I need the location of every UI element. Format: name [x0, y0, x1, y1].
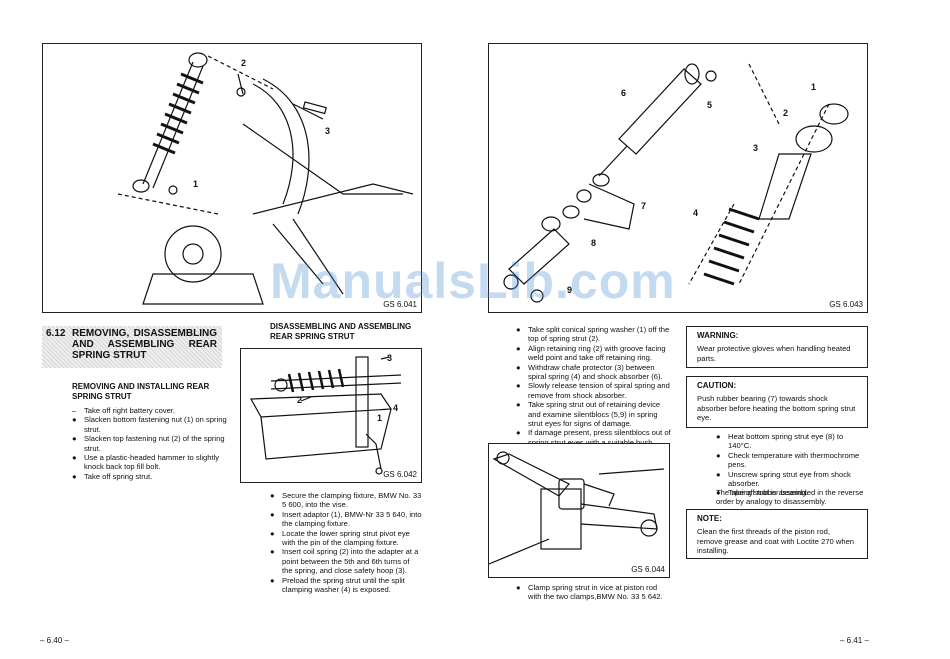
- figure-id: GS 6.043: [829, 300, 863, 309]
- callout-1: 1: [193, 179, 199, 189]
- vice-steps: ●Clamp spring strut in vice at piston ro…: [516, 583, 671, 602]
- disassembling-steps: ●Secure the clamping fixture, BMW No. 33…: [270, 491, 422, 594]
- figure-id: GS 6.041: [383, 300, 417, 309]
- exploded-illustration: [503, 63, 849, 303]
- callout-3: 3: [325, 126, 331, 136]
- figure-rear-suspension: 2 3 1 GS 6.041: [42, 43, 422, 313]
- reassembly-text: The spring strut is assembled in the rev…: [716, 488, 864, 507]
- list-item: ●Heat bottom spring strut eye (8) to 140…: [716, 432, 844, 451]
- list-item: ●Slacken top fastening nut (2) of the sp…: [72, 434, 225, 453]
- figure-vice-clamp: GS 6.044: [488, 443, 670, 578]
- callout-1: 1: [377, 413, 383, 423]
- figure-id: GS 6.042: [383, 470, 417, 479]
- list-item: ●Take off spring strut.: [72, 471, 153, 481]
- page-number-left: – 6.40 –: [40, 636, 69, 645]
- list-item: ●Insert adaptor (1), BMW-Nr 33 5 640, in…: [270, 509, 422, 529]
- removing-steps: –Take off right battery cover. ●Slacken …: [72, 406, 227, 481]
- callout-3: 3: [753, 143, 759, 153]
- figure-strut-exploded: 1 2 3 4 5 6 7 8 9 GS 6.043: [488, 43, 868, 313]
- list-item: ●Slowly release tension of spiral spring…: [516, 381, 670, 400]
- note-text: Clean the first threads of the piston ro…: [697, 527, 855, 556]
- warning-text: Wear protective gloves when handling hea…: [697, 344, 851, 363]
- callout-6: 6: [621, 88, 627, 98]
- note-box: NOTE: Clean the first threads of the pis…: [686, 509, 868, 559]
- warning-title: WARNING:: [697, 331, 739, 340]
- caution-title: CAUTION:: [697, 381, 737, 390]
- caution-box: CAUTION: Push rubber bearing (7) towards…: [686, 376, 868, 428]
- watermark: ManualsLib.com: [270, 253, 676, 309]
- caution-text: Push rubber bearing (7) towards shock ab…: [697, 394, 856, 423]
- section-title: REMOVING, DISASSEMBLING AND ASSEMBLING R…: [72, 328, 217, 361]
- callout-2: 2: [783, 108, 789, 118]
- fixture-illustration: [250, 356, 402, 475]
- callout-8: 8: [591, 238, 597, 248]
- page-number-right: – 6.41 –: [840, 636, 869, 645]
- callout-7: 7: [641, 201, 647, 211]
- disassembling-heading: DISASSEMBLING AND ASSEMBLING REAR SPRING…: [270, 322, 412, 341]
- list-item: ●Use a plastic-headed hammer to slightly…: [72, 453, 220, 472]
- list-item: ●Clamp spring strut in vice at piston ro…: [516, 583, 663, 602]
- list-item: ●Preload the spring strut until the spli…: [270, 575, 405, 595]
- note-title: NOTE:: [697, 514, 722, 523]
- suspension-illustration: [117, 52, 414, 305]
- section-number: 6.12: [46, 328, 66, 339]
- list-item: ●Take spring strut out of retaining devi…: [516, 400, 661, 429]
- removing-heading: REMOVING AND INSTALLING REAR SPRING STRU…: [72, 382, 210, 401]
- list-item: –Take off right battery cover.: [72, 406, 176, 415]
- list-item: ●Take off rubber bearing.: [716, 488, 809, 498]
- list-item: ●If damage present, press silentblocs ou…: [516, 428, 671, 446]
- list-item: ●Take split conical spring washer (1) of…: [516, 325, 670, 344]
- list-item: ●Secure the clamping fixture, BMW No. 33…: [270, 491, 422, 510]
- callout-1: 1: [811, 82, 817, 92]
- list-item: ●Unscrew spring strut eye from shock abs…: [716, 469, 851, 489]
- figure-id: GS 6.044: [631, 565, 665, 574]
- callout-3: 3: [387, 353, 393, 363]
- list-item: ●Withdraw chafe protector (3) between sp…: [516, 362, 663, 382]
- list-item: ●Insert coil spring (2) into the adapter…: [270, 547, 419, 576]
- callout-5: 5: [707, 100, 713, 110]
- list-item: ●Slacken bottom fastening nut (1) on spr…: [72, 415, 227, 434]
- section-heading: 6.12 REMOVING, DISASSEMBLING AND ASSEMBL…: [42, 326, 222, 368]
- spring-removal-steps: ●Take split conical spring washer (1) of…: [516, 325, 671, 447]
- figure-clamping-fixture: 3 2 4 1 GS 6.042: [240, 348, 422, 483]
- callout-4: 4: [393, 403, 399, 413]
- list-item: ●Align retaining ring (2) with groove fa…: [516, 343, 666, 363]
- list-item: ●Check temperature with thermochrome pen…: [716, 450, 860, 470]
- list-item: ●Locate the lower spring strut pivot eye…: [270, 528, 410, 548]
- heating-steps: ●Heat bottom spring strut eye (8) to 140…: [716, 432, 868, 498]
- callout-2: 2: [297, 395, 303, 405]
- callout-4: 4: [693, 208, 699, 218]
- warning-box: WARNING: Wear protective gloves when han…: [686, 326, 868, 368]
- callout-2: 2: [241, 58, 247, 68]
- vice-illustration: [489, 451, 665, 565]
- callout-9: 9: [567, 285, 573, 295]
